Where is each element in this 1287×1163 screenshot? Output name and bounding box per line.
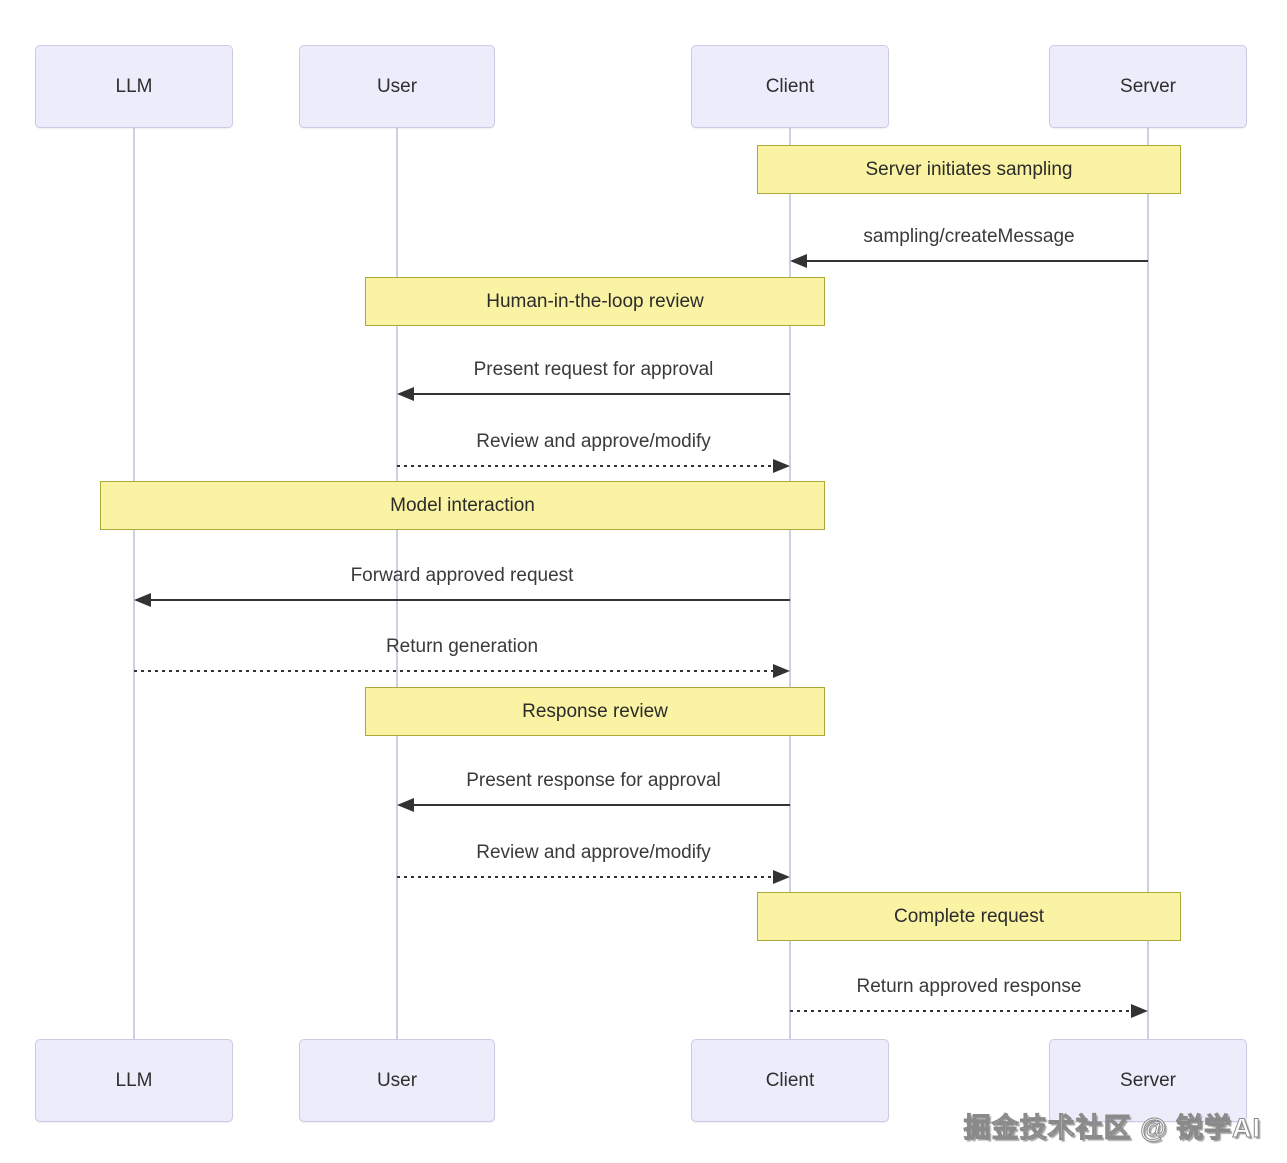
lifeline-server: [1147, 128, 1149, 1039]
message-label-present-response-for-approval: Present response for approval: [466, 770, 721, 791]
message-label-return-generation: Return generation: [385, 636, 539, 657]
arrowhead-left-icon: [397, 798, 414, 812]
note-label: Response review: [522, 700, 668, 722]
message-label-review-and-approve-modify-2: Review and approve/modify: [476, 842, 711, 863]
actor-label: LLM: [115, 1069, 153, 1091]
actor-label: User: [376, 1069, 418, 1091]
actor-top-llm: LLM: [35, 45, 233, 128]
message-line: [397, 876, 774, 878]
message-line: [790, 1010, 1132, 1012]
lifeline-client: [789, 128, 791, 1039]
actor-bottom-llm: LLM: [35, 1039, 233, 1122]
message-line: [792, 260, 1148, 262]
actor-label: Client: [765, 1069, 815, 1091]
note-complete-request: Complete request: [757, 892, 1181, 941]
watermark: 掘金技术社区 @ 锐学AI: [963, 1113, 1261, 1144]
message-line: [399, 393, 790, 395]
actor-bottom-user: User: [299, 1039, 495, 1122]
actor-bottom-client: Client: [691, 1039, 889, 1122]
actor-top-user: User: [299, 45, 495, 128]
actor-label: Server: [1120, 75, 1176, 97]
actor-label: Client: [765, 75, 815, 97]
note-human-in-the-loop-review: Human-in-the-loop review: [365, 277, 825, 326]
arrowhead-right-icon: [1131, 1004, 1148, 1018]
note-label: Human-in-the-loop review: [486, 290, 704, 312]
note-model-interaction: Model interaction: [100, 481, 825, 530]
arrowhead-left-icon: [397, 387, 414, 401]
message-line: [134, 670, 774, 672]
lifeline-user: [396, 128, 398, 1039]
message-label-present-request-for-approval: Present request for approval: [473, 359, 714, 380]
message-label-return-approved-response: Return approved response: [856, 976, 1082, 997]
actor-label: User: [376, 75, 418, 97]
note-label: Server initiates sampling: [865, 158, 1073, 180]
note-label: Complete request: [894, 905, 1044, 927]
message-label-forward-approved-request: Forward approved request: [350, 565, 574, 586]
message-line: [397, 465, 774, 467]
actor-bottom-server: Server: [1049, 1039, 1247, 1122]
message-label-review-and-approve-modify-1: Review and approve/modify: [476, 431, 711, 452]
note-server-initiates-sampling: Server initiates sampling: [757, 145, 1181, 194]
message-label-sampling-createmessage: sampling/createMessage: [863, 226, 1075, 247]
arrowhead-right-icon: [773, 459, 790, 473]
actor-label: LLM: [115, 75, 153, 97]
message-line: [136, 599, 790, 601]
arrowhead-left-icon: [790, 254, 807, 268]
lifeline-llm: [133, 128, 135, 1039]
actor-top-client: Client: [691, 45, 889, 128]
note-response-review: Response review: [365, 687, 825, 736]
message-line: [399, 804, 790, 806]
actor-top-server: Server: [1049, 45, 1247, 128]
arrowhead-left-icon: [134, 593, 151, 607]
arrowhead-right-icon: [773, 870, 790, 884]
arrowhead-right-icon: [773, 664, 790, 678]
note-label: Model interaction: [390, 494, 535, 516]
actor-label: Server: [1120, 1069, 1176, 1091]
